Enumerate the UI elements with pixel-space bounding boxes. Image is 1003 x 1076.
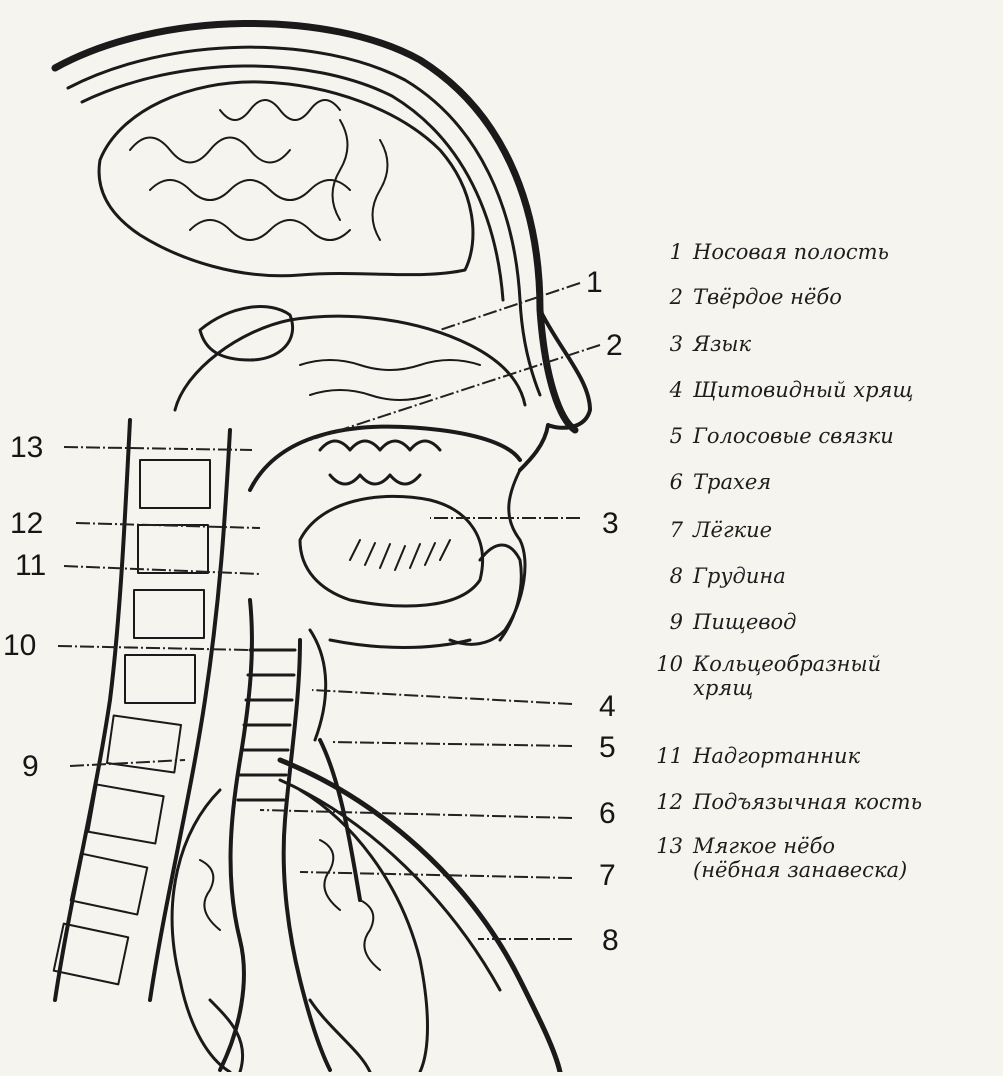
legend-label: Язык [693, 332, 751, 356]
brain [99, 82, 473, 276]
legend-number: 7 [645, 518, 693, 542]
lungs [172, 790, 427, 1072]
legend-label: Трахея [693, 470, 771, 494]
callout-13: 13 [10, 431, 43, 464]
callout-12: 12 [10, 507, 43, 540]
legend-label: Мягкое нёбо (нёбная занавеска) [693, 834, 907, 882]
callout-numbers: 1 2 3 4 5 6 7 8 9 10 11 12 13 [3, 266, 623, 957]
callout-8: 8 [602, 924, 619, 957]
legend-number: 11 [645, 744, 693, 768]
leader-12 [76, 523, 260, 528]
legend-label: Твёрдое нёбо [693, 285, 842, 309]
legend-label: Грудина [693, 564, 786, 588]
callout-5: 5 [599, 731, 616, 764]
legend-label: Лёгкие [693, 518, 772, 542]
legend-number: 13 [645, 834, 693, 882]
skull-outline [55, 23, 575, 430]
legend-label: Надгортанник [693, 744, 860, 768]
legend-number: 6 [645, 470, 693, 494]
leader-5 [330, 742, 572, 746]
leader-10 [58, 646, 250, 650]
leader-13 [64, 447, 252, 450]
mouth-region [250, 427, 521, 648]
callout-9: 9 [22, 750, 39, 783]
legend-label: Подъязычная кость [693, 790, 922, 814]
callout-6: 6 [599, 797, 616, 830]
legend-label: Носовая полость [693, 240, 889, 264]
legend-label: Голосовые связки [693, 424, 894, 448]
leader-1 [440, 283, 580, 330]
legend-number: 1 [645, 240, 693, 264]
callout-7: 7 [599, 859, 616, 892]
spine [54, 420, 230, 1000]
legend-number: 12 [645, 790, 693, 814]
callout-4: 4 [599, 690, 616, 723]
legend-label: Щитовидный хрящ [693, 378, 913, 402]
legend-number: 5 [645, 424, 693, 448]
legend-number: 3 [645, 332, 693, 356]
callout-3: 3 [602, 507, 619, 540]
callout-11: 11 [15, 549, 46, 582]
legend-number: 9 [645, 610, 693, 634]
legend-number: 10 [645, 652, 693, 700]
leader-7 [300, 872, 572, 878]
callout-1: 1 [586, 266, 603, 299]
legend-number: 8 [645, 564, 693, 588]
leader-6 [260, 810, 572, 818]
airway [220, 600, 360, 1070]
callout-2: 2 [606, 329, 623, 362]
legend-label: Пищевод [693, 610, 796, 634]
leader-4 [312, 690, 572, 704]
legend-label: Кольцеобразный хрящ [693, 652, 881, 700]
legend-number: 4 [645, 378, 693, 402]
legend-number: 2 [645, 285, 693, 309]
callout-10: 10 [3, 629, 36, 662]
